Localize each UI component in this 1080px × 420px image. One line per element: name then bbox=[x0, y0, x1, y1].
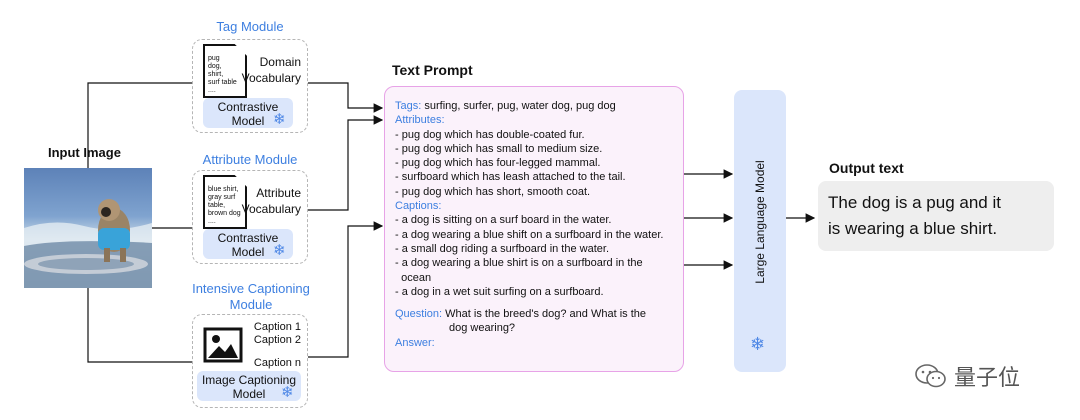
attributes-label: Attributes: bbox=[395, 114, 445, 127]
document-icon: pug dog, shirt, surf table .... bbox=[203, 44, 247, 98]
snowflake-icon: ❄ bbox=[273, 111, 286, 128]
domain-vocabulary-label: Domain Vocabulary bbox=[241, 55, 301, 85]
attribute-item: - pug dog which has four-legged mammal. bbox=[395, 157, 601, 170]
question-line-2: dog wearing? bbox=[449, 322, 516, 335]
caption-item: - a small dog riding a surfboard in the … bbox=[395, 242, 610, 255]
caption-n: Caption n bbox=[253, 357, 301, 369]
input-image-title: Input Image bbox=[48, 145, 121, 160]
captioning-module-title: Intensive Captioning Module bbox=[192, 281, 310, 312]
document-icon: blue shirt, gray surf table, brown dog .… bbox=[203, 175, 247, 229]
input-image bbox=[24, 168, 152, 288]
answer-label: Answer: bbox=[395, 336, 435, 349]
tags-value: surfing, surfer, pug, water dog, pug dog bbox=[424, 100, 616, 112]
text-prompt-box: Tags: surfing, surfer, pug, water dog, p… bbox=[384, 86, 684, 372]
output-line-2: is wearing a blue shirt. bbox=[828, 219, 998, 238]
tag-module-title: Tag Module bbox=[216, 19, 284, 34]
caption-1: Caption 1 bbox=[253, 321, 301, 333]
snowflake-icon: ❄ bbox=[750, 334, 766, 354]
question-row: Question: What is the breed's dog? and W… bbox=[395, 307, 673, 321]
question-line-1: What is the breed's dog? and What is the bbox=[445, 308, 646, 321]
output-text-box: The dog is a pug and it is wearing a blu… bbox=[818, 181, 1054, 251]
attribute-vocabulary-label: Attribute Vocabulary bbox=[241, 186, 301, 216]
contrastive-model-pill: Contrastive Model bbox=[203, 229, 293, 259]
question-label: Question: bbox=[395, 308, 443, 321]
image-captioning-model-pill: Image Captioning Model bbox=[197, 371, 301, 401]
output-line-1: The dog is a pug and it bbox=[828, 193, 1001, 212]
wechat-icon bbox=[915, 364, 946, 388]
watermark-text: 量子位 bbox=[954, 365, 1021, 390]
caption-item: - a dog in a wet suit surfing on a surfb… bbox=[395, 285, 604, 298]
caption-item: ocean bbox=[395, 271, 432, 284]
captions-label: Captions: bbox=[395, 200, 442, 213]
watermark: 量子位 bbox=[914, 360, 1020, 392]
attribute-item: - pug dog which has small to medium size… bbox=[395, 142, 603, 155]
contrastive-model-pill: Contrastive Model bbox=[203, 98, 293, 128]
large-language-model-block bbox=[734, 90, 786, 372]
attribute-module: blue shirt, gray surf table, brown dog .… bbox=[192, 170, 308, 264]
caption-item: - a dog wearing a blue shirt is on a sur… bbox=[395, 257, 643, 270]
caption-item: - a dog is sitting on a surf board in th… bbox=[395, 214, 612, 227]
captioning-module: Caption 1 Caption 2 Caption n Image Capt… bbox=[192, 314, 308, 408]
attribute-item: - surfboard which has leash attached to … bbox=[395, 171, 626, 184]
caption-2: Caption 2 bbox=[253, 334, 301, 346]
snowflake-icon: ❄ bbox=[281, 384, 294, 401]
tags-label: Tags: bbox=[395, 100, 422, 112]
attribute-item: - pug dog which has short, smooth coat. bbox=[395, 185, 591, 198]
text-prompt-title: Text Prompt bbox=[392, 62, 473, 78]
output-text-title: Output text bbox=[829, 160, 904, 176]
caption-item: - a dog wearing a blue shift on a surfbo… bbox=[395, 228, 664, 241]
tag-module: pug dog, shirt, surf table .... Domain V… bbox=[192, 39, 308, 133]
attribute-module-title: Attribute Module bbox=[202, 152, 298, 167]
image-icon bbox=[203, 327, 243, 363]
caption-list: Caption 1 Caption 2 Caption n bbox=[254, 321, 301, 370]
large-language-model-label: Large Language Model bbox=[753, 160, 767, 284]
attribute-item: - pug dog which has double-coated fur. bbox=[395, 128, 585, 141]
snowflake-icon: ❄ bbox=[273, 242, 286, 259]
tags-row: Tags: surfing, surfer, pug, water dog, p… bbox=[395, 99, 673, 113]
